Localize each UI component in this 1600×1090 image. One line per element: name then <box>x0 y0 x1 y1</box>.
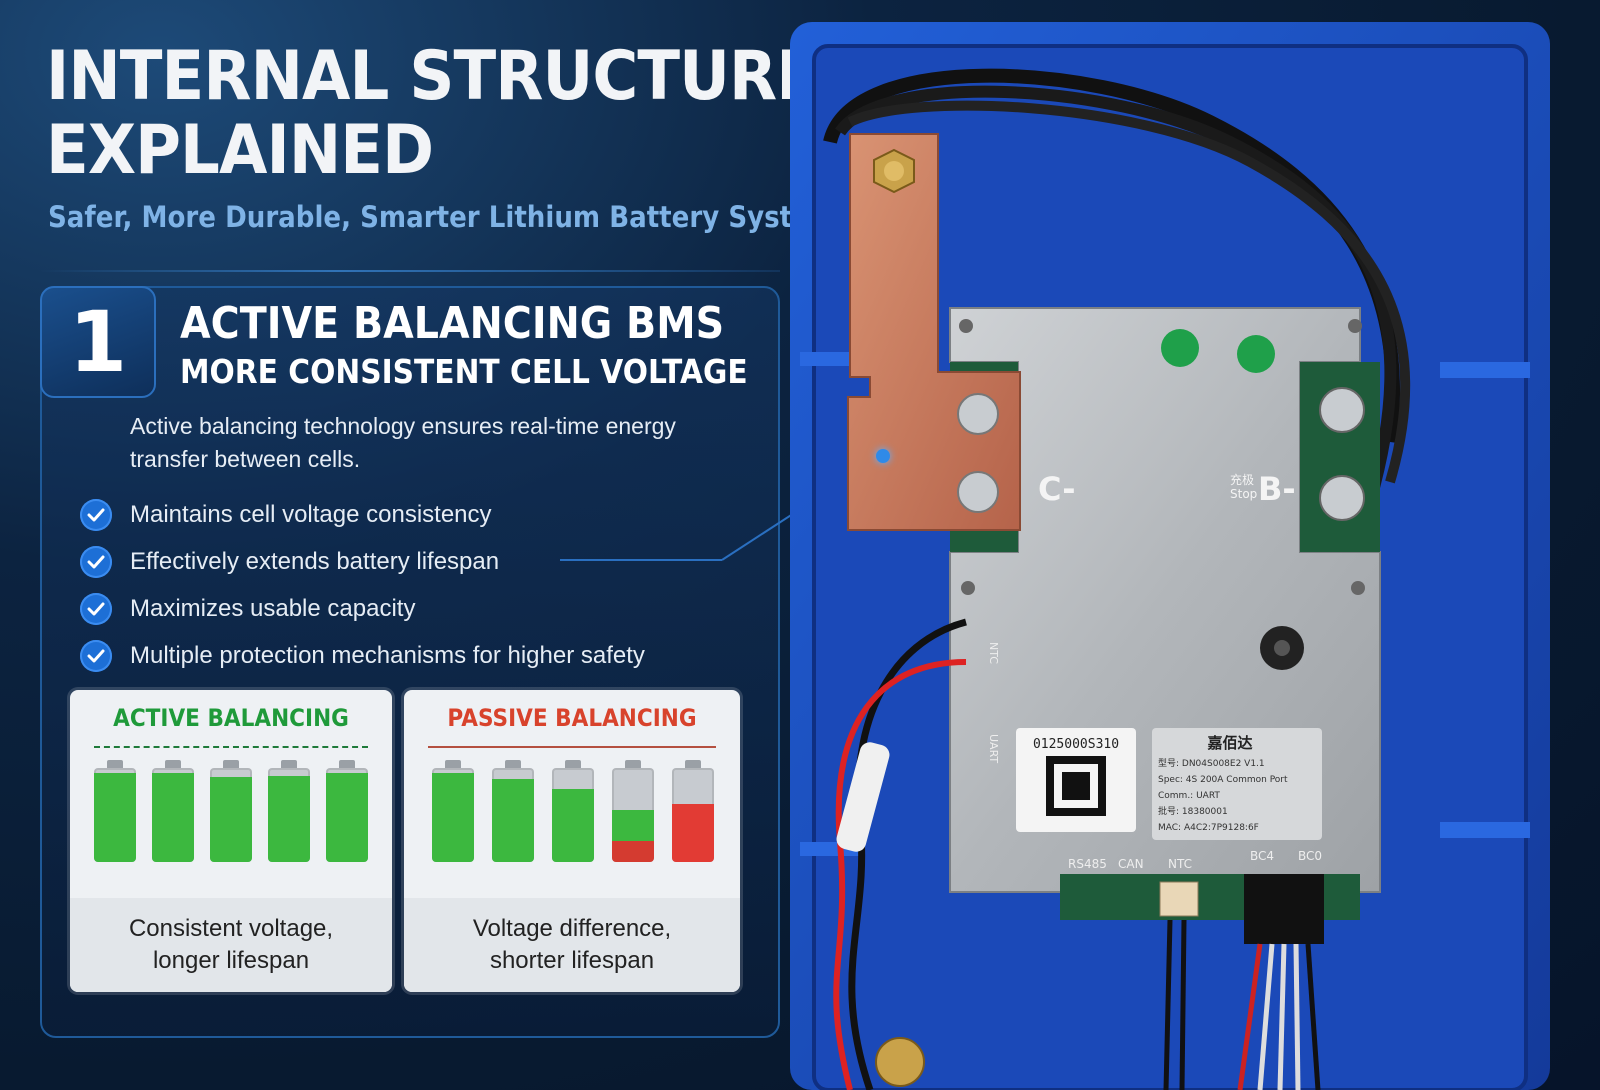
battery-icon <box>432 768 474 862</box>
battery-cap <box>445 760 461 768</box>
passive-balancing-card: PASSIVE BALANCING Voltage difference, sh… <box>404 690 740 992</box>
check-icon <box>80 498 112 531</box>
port-label: BC0 <box>1298 849 1322 863</box>
battery-icon <box>94 768 136 862</box>
battery-icon <box>672 768 714 862</box>
title-line-1: INTERNAL STRUCTURE <box>46 37 819 116</box>
battery-level <box>552 788 594 862</box>
active-caption: Consistent voltage, longer lifespan <box>70 898 392 992</box>
active-balancing-card: ACTIVE BALANCING Consistent voltage, lon… <box>70 690 392 992</box>
callout-marker <box>876 449 890 463</box>
feature-text: Effectively extends battery lifespan <box>130 547 500 575</box>
balance-connector <box>1244 874 1324 944</box>
battery-cap <box>223 760 239 768</box>
title-line-2: EXPLAINED <box>46 111 434 190</box>
divider-line <box>40 270 780 272</box>
feature-list: Maintains cell voltage consistency Effec… <box>80 491 645 679</box>
passive-caption-line-2: shorter lifespan <box>489 947 655 974</box>
check-icon <box>80 639 112 672</box>
port-label: BC4 <box>1250 849 1274 863</box>
feature-text: Maintains cell voltage consistency <box>130 500 492 528</box>
feature-item: Maintains cell voltage consistency <box>80 491 645 538</box>
side-port-label: UART <box>987 734 1000 763</box>
section-heading: ACTIVE BALANCING BMS <box>180 298 725 349</box>
battery-level <box>672 803 714 862</box>
stop-label-line-1: 充极 <box>1230 472 1254 487</box>
active-balancing-title: ACTIVE BALANCING <box>113 704 349 732</box>
battery-icon <box>152 768 194 862</box>
battery-cap <box>565 760 581 768</box>
spec-line: MAC: A4C2:7P9128:6F <box>1158 823 1259 833</box>
terminal-c-label: C- <box>1038 470 1076 508</box>
battery-level <box>492 779 534 862</box>
check-icon <box>80 545 112 578</box>
section-description: Active balancing technology ensures real… <box>130 413 676 472</box>
spec-line: 批号: 18380001 <box>1158 805 1228 817</box>
battery-icon <box>492 768 534 862</box>
active-caption-line-1: Consistent voltage, <box>128 915 334 942</box>
battery-cap <box>339 760 355 768</box>
feature-text: Multiple protection mechanisms for highe… <box>130 641 645 669</box>
battery-icon <box>612 768 654 862</box>
active-card-rule <box>94 746 368 750</box>
section-number: 1 <box>40 286 156 398</box>
passive-card-rule <box>428 746 716 748</box>
battery-cap <box>625 760 641 768</box>
battery-icon <box>210 768 252 862</box>
battery-icon <box>552 768 594 862</box>
side-port-label: NTC <box>987 642 1000 664</box>
battery-level <box>152 772 194 862</box>
spec-line: Spec: 4S 200A Common Port <box>1158 775 1288 785</box>
check-icon <box>80 592 112 625</box>
stop-label-line-2: Stop <box>1230 487 1257 501</box>
passive-battery-row <box>404 760 740 876</box>
terminal-b-label: B- <box>1258 470 1296 508</box>
page-subtitle: Safer, More Durable, Smarter Lithium Bat… <box>48 200 838 234</box>
battery-icon <box>326 768 368 862</box>
spec-line: 型号: DN04S008E2 V1.1 <box>1158 758 1265 769</box>
bms-photo: C- 充极 Stop B- 0125000S310 嘉佰达 型号: DN04S0… <box>790 22 1550 1090</box>
feature-item: Multiple protection mechanisms for highe… <box>80 632 645 679</box>
battery-level <box>432 772 474 862</box>
battery-cap <box>107 760 123 768</box>
battery-cap <box>165 760 181 768</box>
battery-level <box>268 775 310 862</box>
battery-level <box>612 810 654 862</box>
spec-line: Comm.: UART <box>1158 791 1220 801</box>
port-label: NTC <box>1168 857 1192 871</box>
passive-caption: Voltage difference, shorter lifespan <box>404 898 740 992</box>
port-label: CAN <box>1118 857 1144 871</box>
battery-level <box>94 772 136 862</box>
serial-number: 0125000S310 <box>1033 737 1119 752</box>
port-label: RS485 <box>1068 857 1107 871</box>
battery-level <box>326 772 368 862</box>
active-caption-line-2: longer lifespan <box>152 947 310 974</box>
battery-cap <box>505 760 521 768</box>
active-battery-row <box>70 760 392 876</box>
spec-label <box>1152 728 1322 840</box>
battery-icon <box>268 768 310 862</box>
feature-item: Maximizes usable capacity <box>80 585 645 632</box>
battery-level <box>210 777 252 862</box>
battery-cap <box>685 760 701 768</box>
passive-caption-line-1: Voltage difference, <box>472 915 672 942</box>
battery-cap <box>281 760 297 768</box>
feature-item: Effectively extends battery lifespan <box>80 538 645 585</box>
section-subheading: MORE CONSISTENT CELL VOLTAGE <box>180 352 748 391</box>
page-title: INTERNAL STRUCTURE EXPLAINED <box>46 37 819 190</box>
feature-text: Maximizes usable capacity <box>130 594 416 622</box>
brand-name: 嘉佰达 <box>1206 734 1252 752</box>
passive-balancing-title: PASSIVE BALANCING <box>447 704 697 732</box>
